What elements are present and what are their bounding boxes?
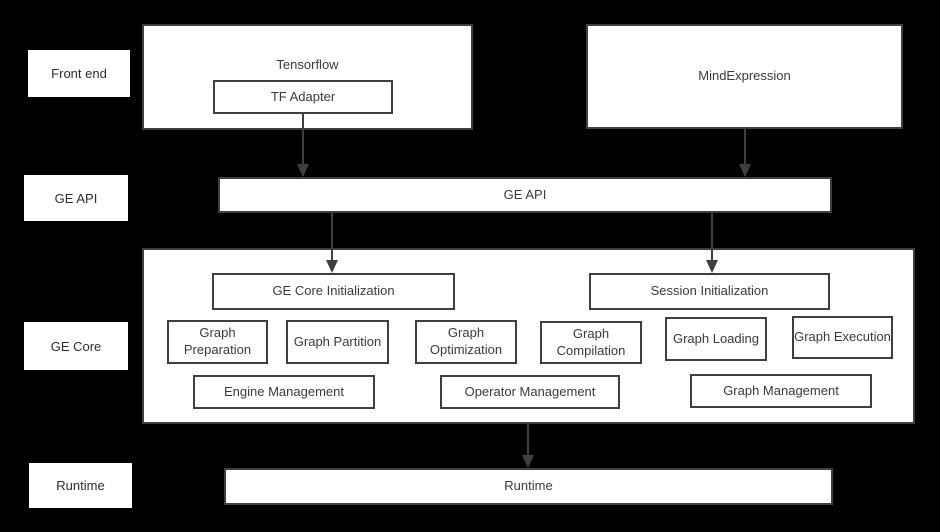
tensorflow-box: Tensorflow [142,24,473,130]
stage-box-graph-loading: Graph Loading [665,317,767,361]
management-box-graph: Graph Management [690,374,872,408]
ge-core-initialization-box: GE Core Initialization [212,273,455,310]
management-box-engine: Engine Management [193,375,375,409]
management-box-operator: Operator Management [440,375,620,409]
rail-label-ge-core: GE Core [24,322,128,370]
tensorflow-label: Tensorflow [276,57,339,72]
ge-api-bar: GE API [218,177,832,213]
stage-box-graph-execution: Graph Execution [792,316,893,359]
tf-adapter-box: TF Adapter [213,80,393,114]
rail-label-runtime: Runtime [29,463,132,508]
rail-label-front-end: Front end [28,50,130,97]
stage-box-graph-optimization: Graph Optimization [415,320,517,364]
stage-box-graph-compilation: Graph Compilation [540,321,642,364]
runtime-bar: Runtime [224,468,833,505]
session-initialization-box: Session Initialization [589,273,830,310]
rail-label-ge-api: GE API [24,175,128,221]
mindexpression-box: MindExpression [586,24,903,129]
stage-box-graph-preparation: Graph Preparation [167,320,268,364]
stage-box-graph-partition: Graph Partition [286,320,389,364]
